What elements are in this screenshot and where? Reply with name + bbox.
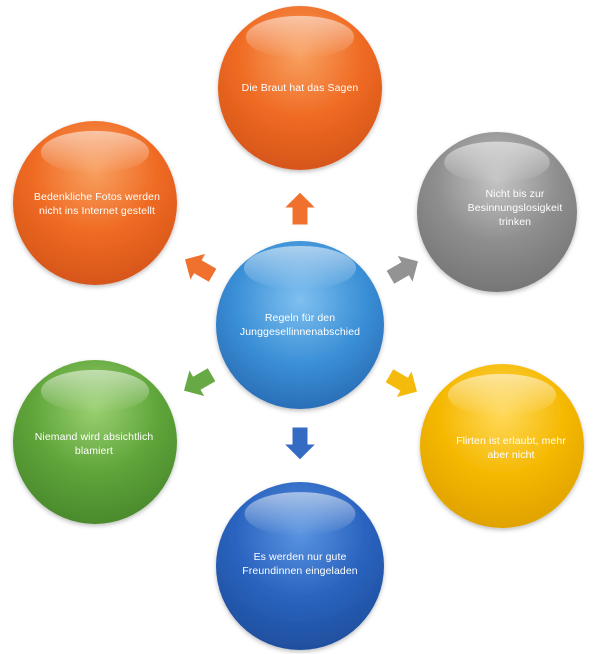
arrow-upper-left (183, 252, 218, 284)
node-label-upper-right: Nicht bis zur Besinnungslosigkeit trinke… (467, 188, 563, 228)
node-upper-left (13, 121, 177, 285)
arrow-lower-right (384, 367, 419, 399)
node-lower-left (13, 360, 177, 524)
node-lower-right (420, 364, 584, 528)
node-label-upper-left: Bedenkliche Fotos werden nicht ins Inter… (33, 191, 161, 217)
node-label-lower-left: Niemand wird absichtlich blamiert (34, 431, 154, 457)
arrow-upper-right (385, 254, 420, 286)
node-label-bottom: Es werden nur gute Freundinnen eingelade… (242, 551, 358, 577)
node-top (218, 6, 382, 170)
node-bottom (216, 482, 384, 650)
node-label-top: Die Braut hat das Sagen (241, 82, 359, 94)
center-node (216, 241, 384, 409)
arrow-top (282, 191, 318, 226)
center-node-label: Regeln für den Junggesellinnenabschied (239, 312, 361, 338)
node-label-lower-right: Flirten ist erlaubt, mehr aber nicht (456, 435, 566, 461)
arrow-bottom (282, 426, 318, 461)
arrow-lower-left (182, 366, 217, 398)
node-upper-right (417, 132, 577, 292)
